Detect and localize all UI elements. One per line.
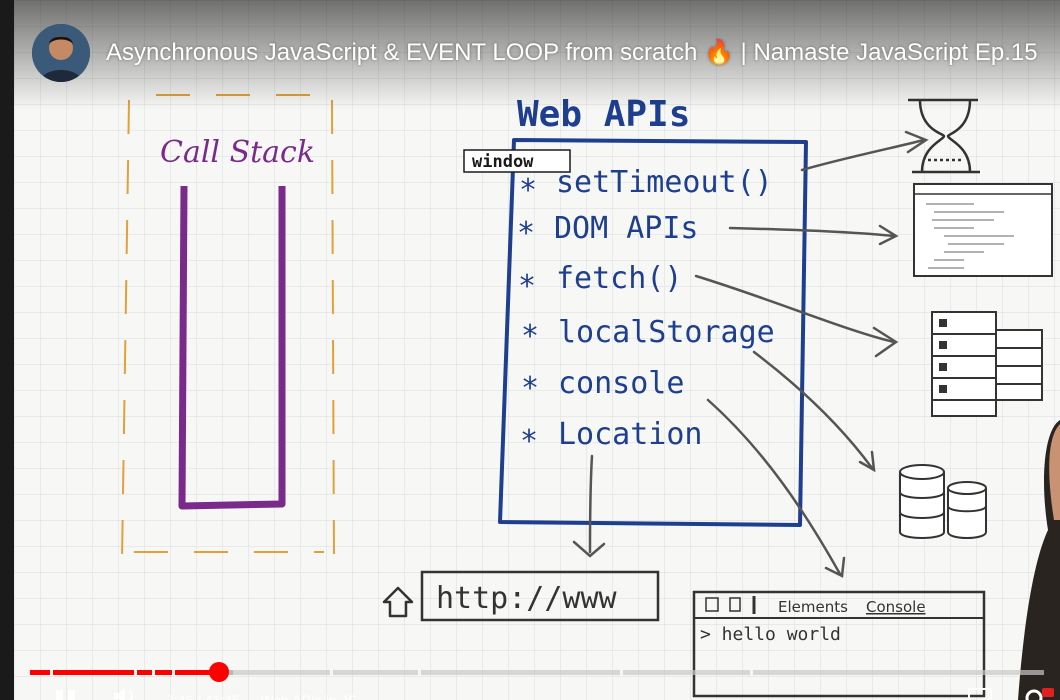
call-stack-container (178, 185, 286, 510)
connector-arrows (572, 130, 929, 578)
presenter-silhouette (1018, 420, 1060, 700)
chapter-title[interactable]: · Web APIs in JS (252, 692, 357, 700)
chapter-marker (134, 670, 137, 675)
devtools-tab-console: Console (866, 598, 926, 616)
arrow-localstorage (752, 350, 874, 470)
url-bar-text: http://www (436, 581, 618, 616)
api-item-bullet: * (519, 173, 537, 208)
captions-button[interactable] (968, 688, 992, 700)
window-tag: window (472, 152, 534, 172)
api-item-settimeout: setTimeout() (556, 165, 773, 200)
progress-bar[interactable] (30, 670, 1044, 675)
server-icon (931, 311, 1043, 417)
volume-button[interactable] (112, 688, 142, 700)
chapter-marker (620, 670, 623, 675)
chapter-marker (418, 670, 421, 675)
progress-played (30, 670, 219, 675)
chapter-marker (152, 670, 155, 675)
call-stack-title: Call Stack (160, 135, 315, 170)
pause-icon-bar (68, 690, 75, 700)
api-item-dom-apis: DOM APIs (554, 211, 699, 246)
settings-icon (1025, 688, 1054, 700)
api-item-localstorage: localStorage (558, 315, 775, 350)
api-item-bullet: * (518, 269, 536, 304)
channel-avatar[interactable] (32, 24, 90, 82)
devtools-panel: Elements Console > hello world (692, 590, 986, 698)
arrow-settimeout (800, 138, 926, 172)
volume-icon (114, 688, 133, 700)
arrow-location (588, 454, 594, 554)
avatar-image (32, 24, 90, 82)
web-apis-box (498, 138, 808, 527)
video-title[interactable]: Asynchronous JavaScript & EVENT LOOP fro… (106, 39, 1038, 66)
html-code-icon (913, 183, 1053, 277)
api-item-fetch: fetch() (556, 261, 682, 296)
url-bar-box (420, 570, 660, 622)
api-item-bullet: * (521, 319, 539, 354)
chapter-marker (330, 670, 333, 675)
time-display: 7:46 / 41:45 (166, 692, 240, 700)
api-list: * setTimeout() * DOM APIs * fetch() * lo… (517, 165, 775, 459)
whiteboard-frame: Call Stack Web APIs window * setTimeout(… (14, 0, 1060, 700)
api-item-bullet: * (520, 424, 538, 459)
player-controls: 7:46 / 41:45 · Web APIs in JS (14, 680, 1060, 700)
progress-scrubber[interactable] (208, 662, 229, 682)
arrow-fetch (694, 274, 896, 344)
settings-button[interactable] (1024, 688, 1054, 700)
database-icon (899, 464, 987, 539)
chapter-marker (750, 670, 753, 675)
api-item-bullet: * (521, 371, 539, 406)
chapter-marker (50, 670, 53, 675)
device-icon (729, 597, 741, 612)
window-tag-box (463, 149, 571, 173)
pause-icon (56, 690, 63, 700)
arrow-console (706, 398, 842, 576)
devtools-tab-elements: Elements (778, 598, 848, 616)
api-item-console: console (558, 366, 684, 401)
arrow-dom (728, 226, 896, 238)
up-arrow-icon (382, 586, 414, 618)
presenter-face (1049, 424, 1060, 520)
title-overlay: Asynchronous JavaScript & EVENT LOOP fro… (14, 0, 1060, 110)
api-item-bullet: * (517, 216, 535, 251)
inspect-icon (705, 597, 719, 612)
pause-button[interactable] (54, 690, 78, 700)
api-item-location: Location (558, 417, 703, 452)
console-output: > hello world (700, 624, 841, 645)
chapter-marker (172, 670, 175, 675)
video-player[interactable]: Call Stack Web APIs window * setTimeout(… (14, 0, 1060, 700)
